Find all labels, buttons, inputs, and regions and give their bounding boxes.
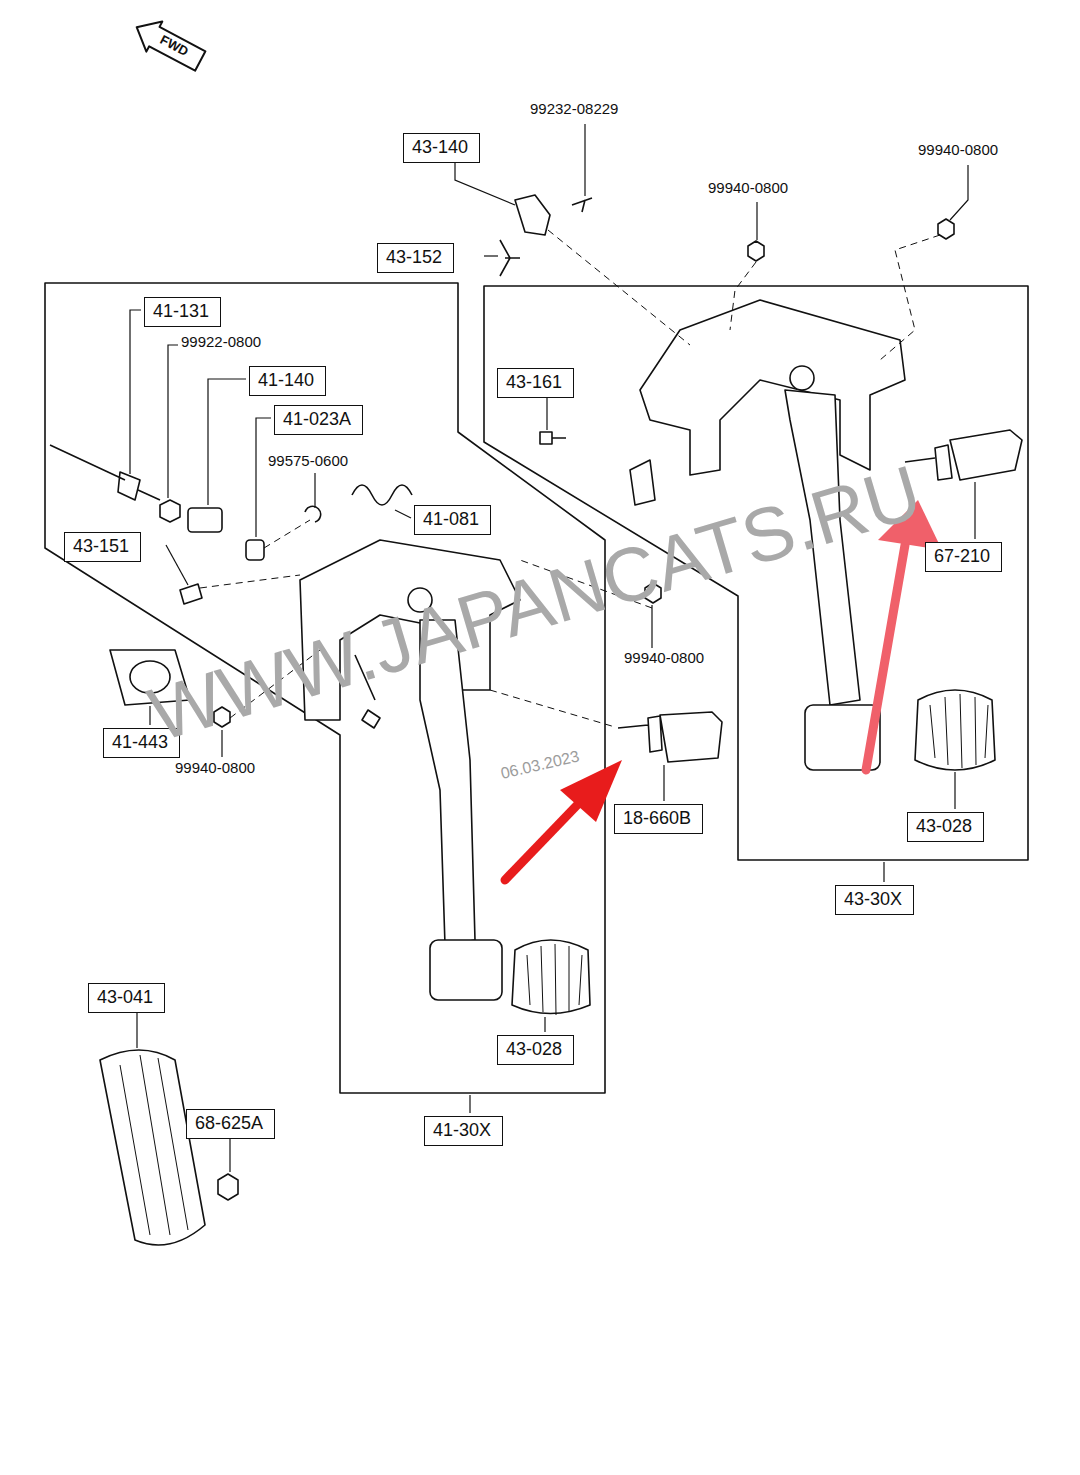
forward-arrow xyxy=(129,12,209,76)
nut-part xyxy=(188,508,222,532)
part-number: 43-152 xyxy=(378,244,453,270)
accelerator-pad xyxy=(100,1050,205,1245)
bolt-part xyxy=(540,432,566,444)
switch-part xyxy=(905,430,1022,480)
pivot-part xyxy=(790,366,814,390)
bolt-part xyxy=(180,584,202,604)
part-number: 99575-0600 xyxy=(268,453,348,470)
part-number: 43-161 xyxy=(498,369,573,395)
part-number: 99940-0800 xyxy=(708,180,788,197)
bracket-foot xyxy=(630,460,655,505)
part-number: 99940-0800 xyxy=(624,650,704,667)
pedal-rubber xyxy=(915,690,995,770)
callout-box: 67-210 xyxy=(925,542,1002,572)
callout-box: 43-161 xyxy=(497,368,574,398)
callout-box: 41-023A xyxy=(274,405,363,435)
part-number: 43-041 xyxy=(89,984,164,1010)
pedal-pad xyxy=(430,940,502,1000)
pedal-bracket xyxy=(640,300,905,475)
part-number: 43-140 xyxy=(404,134,479,160)
rubber-pattern xyxy=(930,694,988,768)
callout-box: 43-30X xyxy=(835,885,914,915)
part-number: 99940-0800 xyxy=(918,142,998,159)
part-number: 99940-0800 xyxy=(175,760,255,777)
part-number: 18-660B xyxy=(615,805,702,831)
bushing-part xyxy=(246,540,264,560)
part-number: 68-625A xyxy=(187,1110,274,1136)
nut-part xyxy=(218,1174,238,1200)
part-number: 41-131 xyxy=(145,298,220,324)
callout-box: 41-30X xyxy=(424,1116,503,1146)
nut-part xyxy=(160,500,180,522)
rubber-pattern xyxy=(120,1055,188,1235)
callout-box: 43-140 xyxy=(403,133,480,163)
callout-box: 18-660B xyxy=(614,804,703,834)
switch-part xyxy=(618,712,722,762)
callout-box: 43-151 xyxy=(64,532,141,562)
part-number: 41-023A xyxy=(275,406,362,432)
part-number: 43-028 xyxy=(908,813,983,839)
clip-part xyxy=(515,195,550,235)
part-number: 43-151 xyxy=(65,533,140,559)
direction-label: FWD xyxy=(158,33,191,60)
part-number: 41-081 xyxy=(415,506,490,532)
callout-box: 41-081 xyxy=(414,505,491,535)
part-number: 67-210 xyxy=(926,543,1001,569)
adjust-rod xyxy=(50,445,160,500)
callout-box: 43-041 xyxy=(88,983,165,1013)
part-number: 41-30X xyxy=(425,1117,502,1143)
part-number: 41-140 xyxy=(250,367,325,393)
part-number: 99232-08229 xyxy=(530,101,618,118)
part-number: 43-028 xyxy=(498,1036,573,1062)
bolt-part xyxy=(572,198,592,212)
callout-box: 43-028 xyxy=(907,812,984,842)
nut-part xyxy=(748,241,764,261)
pin-part xyxy=(500,240,520,276)
spring-part xyxy=(352,485,412,505)
nut-part xyxy=(938,219,954,239)
leader-lines xyxy=(130,124,975,1172)
callout-box: 41-140 xyxy=(249,366,326,396)
part-number: 43-30X xyxy=(836,886,913,912)
pedal-rubber xyxy=(512,940,590,1014)
callout-box: 43-152 xyxy=(377,243,454,273)
rubber-pattern xyxy=(527,944,582,1015)
clip-part xyxy=(305,506,321,522)
date-stamp: 06.03.2023 xyxy=(499,747,581,782)
part-number: 99922-0800 xyxy=(181,334,261,351)
callout-box: 43-028 xyxy=(497,1035,574,1065)
watermark: WWW.JAPANCATS.RU xyxy=(140,449,930,756)
callout-box: 41-131 xyxy=(144,297,221,327)
callout-box: 68-625A xyxy=(186,1109,275,1139)
